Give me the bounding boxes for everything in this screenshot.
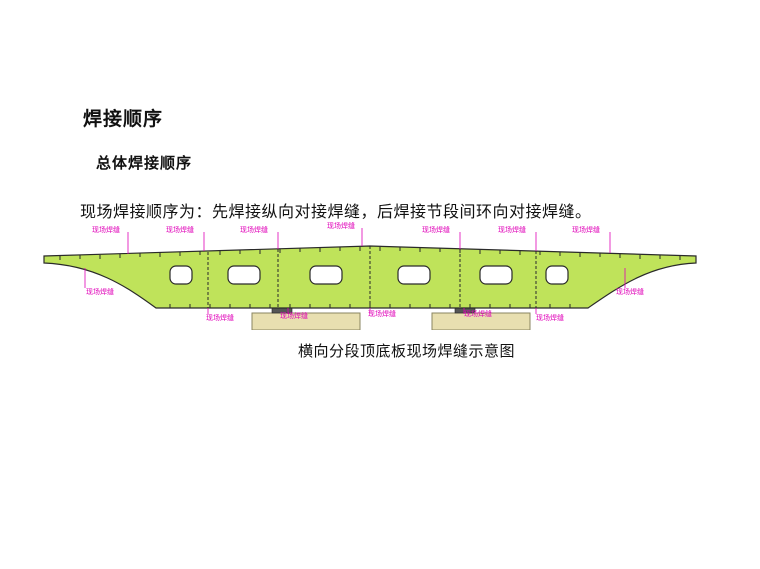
right-pier-cap <box>431 312 531 330</box>
top-deck-stiffeners <box>59 247 681 260</box>
weld-label: 现场焊缝 <box>422 225 450 234</box>
weld-label: 现场焊缝 <box>368 309 396 318</box>
weld-leader-lines <box>84 228 626 314</box>
bottom-plate-stiffeners <box>169 304 571 308</box>
weld-label: 现场焊缝 <box>166 225 194 234</box>
weld-label: 现场焊缝 <box>572 225 600 234</box>
box-girder-cross-section-diagram: 现场焊缝 现场焊缝 现场焊缝 现场焊缝 现场焊缝 现场焊缝 现场焊缝 现场焊缝 … <box>43 221 697 330</box>
weld-labels: 现场焊缝 现场焊缝 现场焊缝 现场焊缝 现场焊缝 现场焊缝 现场焊缝 现场焊缝 … <box>86 221 644 322</box>
weld-label: 现场焊缝 <box>327 221 355 230</box>
weld-label: 现场焊缝 <box>86 287 114 296</box>
weld-label: 现场焊缝 <box>464 309 492 318</box>
weld-label: 现场焊缝 <box>240 225 268 234</box>
web-openings <box>169 265 569 285</box>
weld-label: 现场焊缝 <box>536 313 564 322</box>
section-heading: 焊接顺序 <box>83 108 164 130</box>
weld-label: 现场焊缝 <box>206 313 234 322</box>
weld-label: 现场焊缝 <box>280 311 308 320</box>
welding-order-paragraph: 现场焊接顺序为：先焊接纵向对接焊缝，后焊接节段间环向对接焊缝。 <box>80 202 592 221</box>
weld-label: 现场焊缝 <box>92 225 120 234</box>
internal-webs <box>207 246 537 308</box>
weld-label: 现场焊缝 <box>498 225 526 234</box>
subsection-heading: 总体焊接顺序 <box>96 154 193 172</box>
figure-caption: 横向分段顶底板现场焊缝示意图 <box>298 342 516 360</box>
left-pier-cap <box>251 312 361 330</box>
weld-label: 现场焊缝 <box>616 287 644 296</box>
